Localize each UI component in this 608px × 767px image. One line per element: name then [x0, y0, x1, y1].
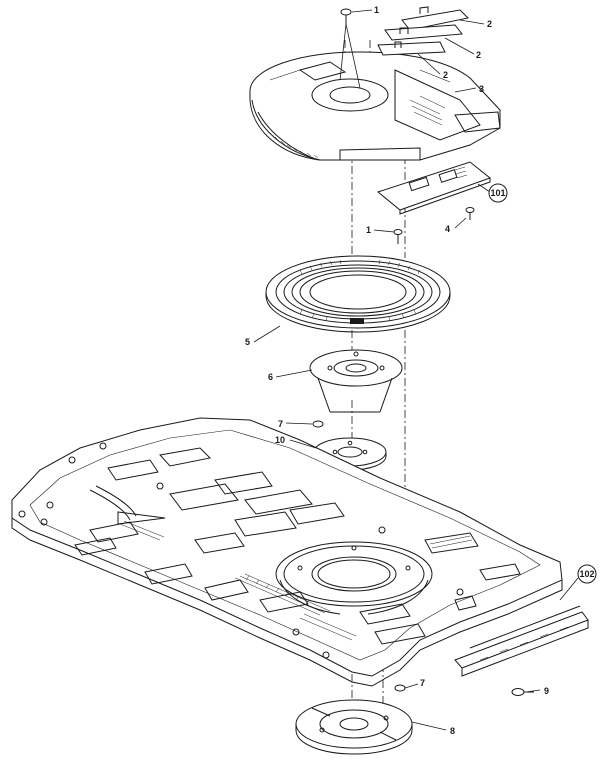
callout-3: 3 [479, 84, 484, 94]
callout-labels: 1 2 2 2 3 101 4 1 5 6 7 10 102 7 9 8 [245, 5, 597, 736]
callout-5: 5 [245, 337, 250, 347]
screw-top [339, 8, 361, 89]
callout-101-circle [488, 183, 508, 203]
callout-leaders [253, 9, 579, 731]
callout-7-top: 7 [278, 419, 283, 429]
hub-6 [309, 349, 403, 413]
callout-1-mid: 1 [366, 225, 371, 235]
callout-102: 102 [579, 569, 594, 579]
callout-2-c: 2 [443, 70, 448, 80]
bottom-disc-8 [295, 699, 413, 755]
circuit-board-101 [376, 161, 492, 215]
chassis-plate [11, 417, 563, 687]
gear-tray-assembly [249, 51, 501, 161]
ring-disc-5 [265, 255, 451, 333]
callout-4: 4 [445, 224, 450, 234]
callout-2-a: 2 [487, 19, 492, 29]
callout-8: 8 [450, 726, 455, 736]
washer-7-bottom [394, 684, 406, 692]
callout-101: 101 [490, 188, 505, 198]
callout-2-b: 2 [476, 50, 481, 60]
callout-6: 6 [268, 372, 273, 382]
callout-1-top: 1 [374, 5, 379, 15]
callout-9: 9 [544, 686, 549, 696]
screw-mid [393, 229, 403, 244]
side-rail-102 [454, 605, 589, 677]
screw-4 [465, 207, 475, 220]
screw-9 [511, 688, 534, 696]
callout-102-circle [577, 564, 597, 584]
washer-7-top [312, 420, 324, 428]
callout-7-bottom: 7 [420, 678, 425, 688]
pin-parts [377, 6, 470, 56]
callout-10: 10 [275, 435, 285, 445]
